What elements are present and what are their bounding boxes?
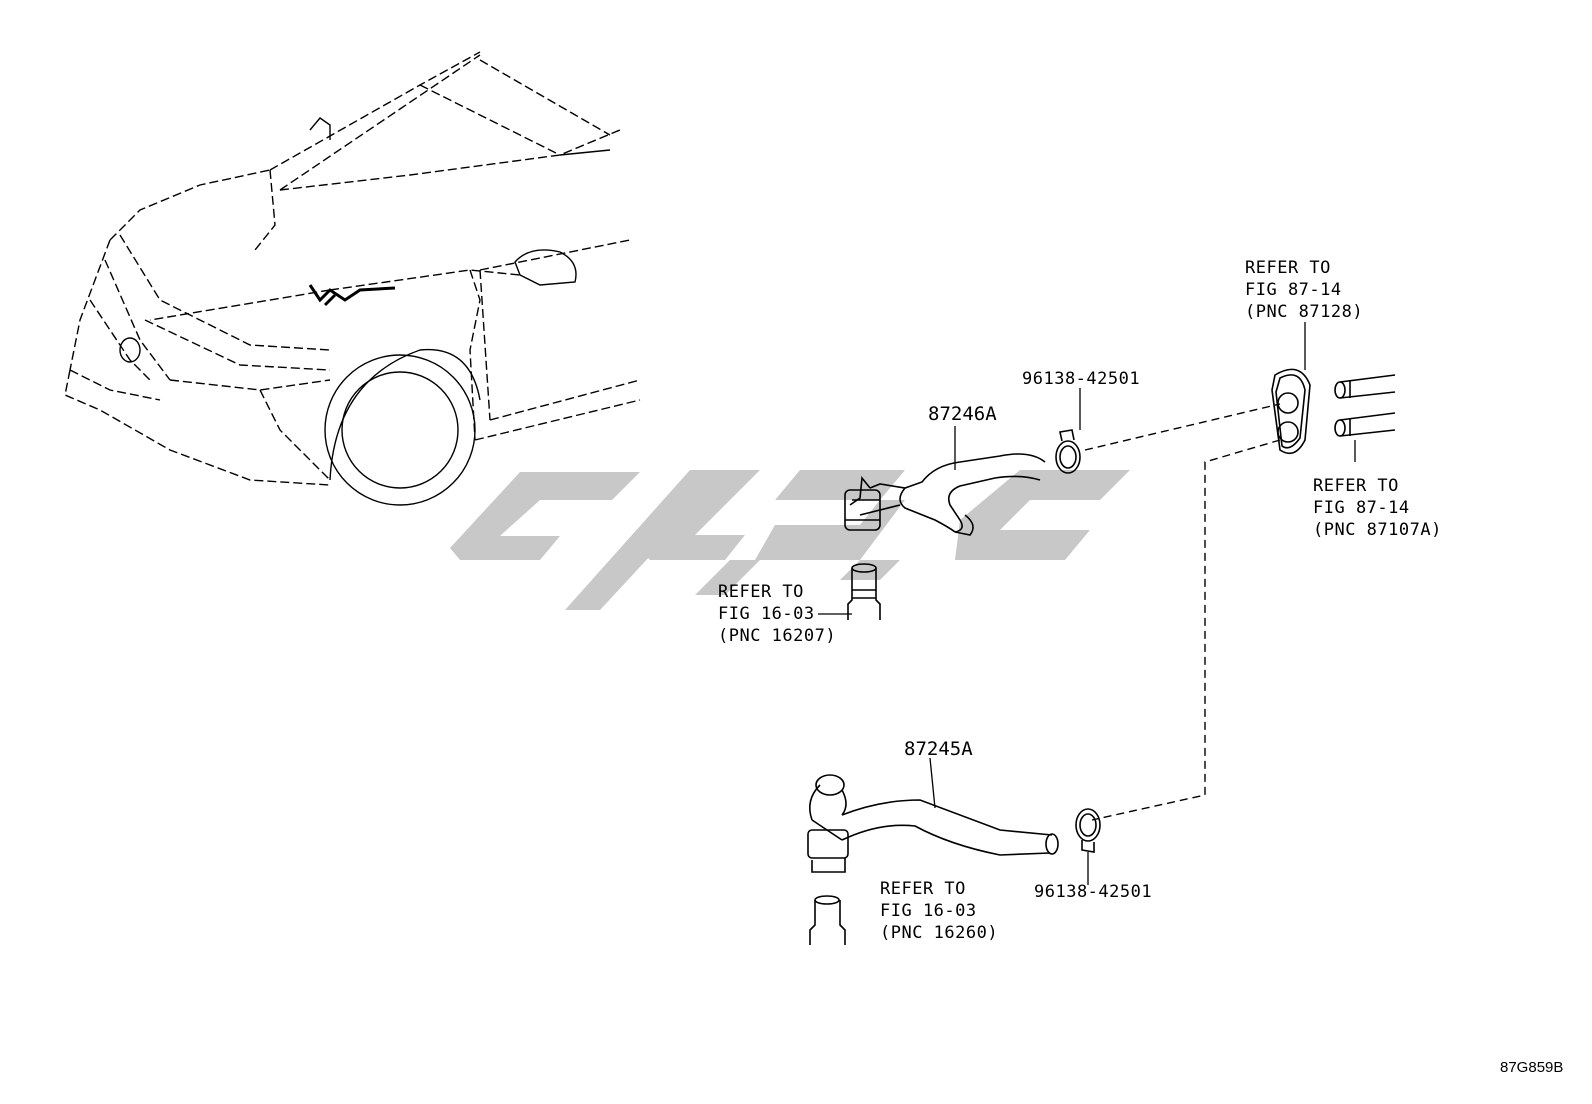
ref-16207-line3: (PNC 16207) xyxy=(718,626,836,646)
ref-87107a-line1: REFER TO xyxy=(1313,476,1399,496)
ref-87128-line3: (PNC 87128) xyxy=(1245,302,1363,322)
label-clamp-lower: 96138-42501 xyxy=(1034,882,1152,902)
clamp-lower xyxy=(1075,808,1101,853)
engine-port-upper xyxy=(847,563,881,620)
connection-lines xyxy=(1084,403,1281,821)
ref-16207-line2: FIG 16-03 xyxy=(718,604,815,624)
label-clamp-upper: 96138-42501 xyxy=(1022,369,1140,389)
watermark-logo xyxy=(450,470,1130,610)
vehicle-outline xyxy=(64,51,641,486)
ref-16260-line2: FIG 16-03 xyxy=(880,901,977,921)
label-87246a: 87246A xyxy=(928,403,997,425)
clamp-upper xyxy=(1055,429,1081,474)
label-87245a: 87245A xyxy=(904,738,973,760)
ref-87128: REFER TO FIG 87-14 (PNC 87128) xyxy=(1245,258,1363,322)
ref-87107a: REFER TO FIG 87-14 (PNC 87107A) xyxy=(1313,476,1442,540)
firewall-grommet xyxy=(1271,368,1311,455)
ref-16207: REFER TO FIG 16-03 (PNC 16207) xyxy=(718,582,836,646)
ref-16260-line3: (PNC 16260) xyxy=(880,923,998,943)
ref-87128-line2: FIG 87-14 xyxy=(1245,280,1342,300)
hose-87245a xyxy=(807,774,1059,873)
engine-bay-hose-marker xyxy=(308,284,396,307)
ref-87107a-line2: FIG 87-14 xyxy=(1313,498,1410,518)
ref-16207-line1: REFER TO xyxy=(718,582,804,602)
engine-port-lower xyxy=(809,895,846,945)
ref-16260: REFER TO FIG 16-03 (PNC 16260) xyxy=(880,879,998,943)
leader-lines xyxy=(818,322,1356,885)
heater-pipes xyxy=(1334,374,1396,437)
figure-code: 87G859B xyxy=(1500,1059,1563,1076)
hose-87246a xyxy=(844,453,1046,536)
vehicle-solid-details xyxy=(119,117,611,506)
ref-87107a-line3: (PNC 87107A) xyxy=(1313,520,1442,540)
ref-87128-line1: REFER TO xyxy=(1245,258,1331,278)
ref-16260-line1: REFER TO xyxy=(880,879,966,899)
